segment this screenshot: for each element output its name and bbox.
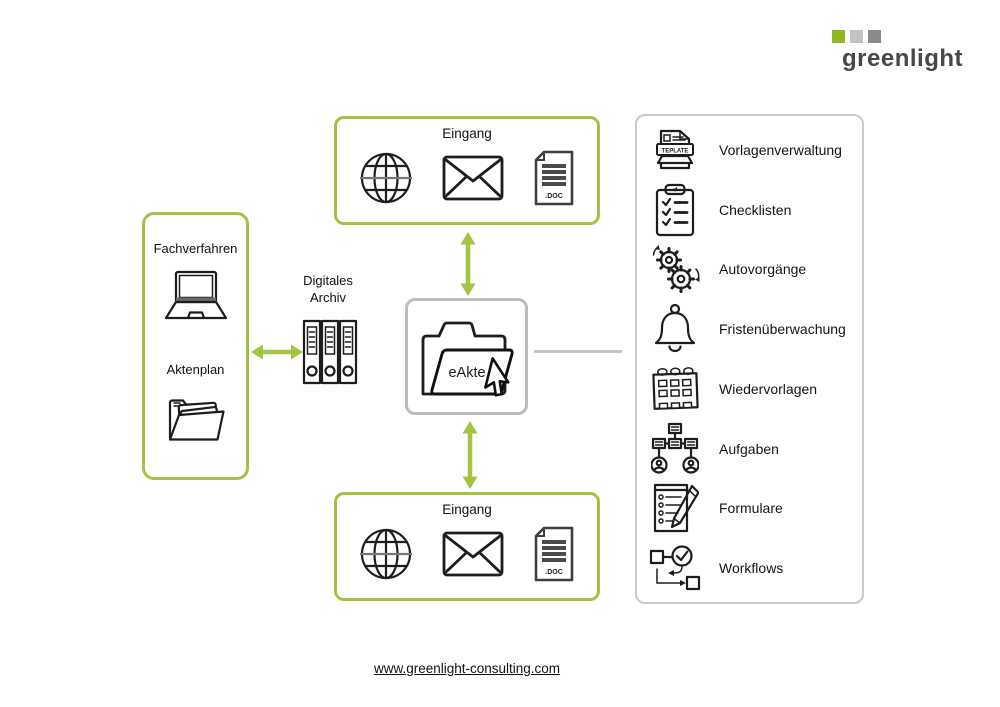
feature-label: Vorlagenverwaltung: [719, 141, 842, 158]
feature-row: Wiedervorlagen: [637, 359, 862, 419]
eakte-label: eAkte: [448, 365, 485, 381]
logo-square-green: [832, 30, 845, 43]
feature-label: Formulare: [719, 500, 783, 517]
feature-row: Autovorgänge: [637, 240, 862, 300]
logo-text: greenlight: [842, 45, 964, 72]
feature-label: Workflows: [719, 560, 784, 577]
binders-archive-icon: [302, 319, 358, 385]
bell-icon: [654, 304, 696, 353]
features-panel: TEPLATE Vorlagenverwaltung Checklisten: [635, 114, 864, 604]
inbox-top-title: Eingang: [442, 126, 492, 141]
doc-file-icon: .DOC: [534, 150, 574, 205]
feature-row: Checklisten: [637, 180, 862, 240]
feature-label: Autovorgänge: [719, 261, 807, 278]
laptop-icon: [164, 270, 227, 320]
eakte-box: eAkte: [405, 298, 528, 415]
doc-label: .DOC: [545, 569, 563, 576]
greenlight-logo: greenlight: [830, 30, 980, 73]
eakte-panel-connector-line: [534, 350, 622, 353]
feature-label: Checklisten: [719, 201, 792, 218]
template-icon: TEPLATE: [656, 129, 694, 169]
fachverfahren-label: Fachverfahren: [153, 241, 238, 256]
feature-row: Fristenüberwachung: [637, 299, 862, 359]
calendar-icon: [652, 366, 699, 410]
logo-square-darkgray: [868, 30, 881, 43]
workflow-icon: [649, 545, 701, 591]
form-pencil-icon: [653, 484, 699, 533]
doc-label: .DOC: [545, 193, 563, 200]
orgchart-icon: [651, 422, 699, 474]
globe-icon: [360, 152, 412, 203]
envelope-icon: [442, 155, 504, 200]
logo-squares-icon: [832, 30, 980, 43]
folder-documents-icon: [168, 399, 225, 441]
inbox-bottom-box: Eingang .DOC: [334, 492, 600, 601]
inbox-bottom-title: Eingang: [442, 502, 492, 517]
feature-row: Workflows: [637, 538, 862, 598]
arrow-top-vertical-icon: [460, 232, 476, 296]
globe-icon: [360, 528, 412, 579]
feature-label: Fristenüberwachung: [719, 321, 846, 338]
doc-file-icon: .DOC: [534, 526, 574, 581]
envelope-icon: [442, 531, 504, 576]
eakte-folder-cursor-icon: eAkte: [421, 321, 514, 397]
fachverfahren-aktenplan-box: Fachverfahren Aktenplan: [142, 212, 249, 480]
arrow-left-horizontal-icon: [251, 344, 303, 360]
logo-square-lightgray: [850, 30, 863, 43]
checklist-icon: [655, 183, 695, 236]
feature-row: TEPLATE Vorlagenverwaltung: [637, 120, 862, 180]
feature-row: Formulare: [637, 479, 862, 539]
template-icon-label: TEPLATE: [662, 148, 689, 154]
feature-label: Aufgaben: [719, 440, 779, 457]
feature-row: Aufgaben: [637, 419, 862, 479]
aktenplan-label: Aktenplan: [166, 362, 225, 377]
gears-icon: [652, 245, 700, 294]
inbox-top-box: Eingang .DOC: [334, 116, 600, 225]
digitales-archiv-label: Digitales Archiv: [303, 273, 353, 305]
feature-label: Wiedervorlagen: [719, 380, 818, 397]
website-link[interactable]: www.greenlight-consulting.com: [373, 661, 561, 676]
arrow-bottom-vertical-icon: [462, 421, 478, 489]
